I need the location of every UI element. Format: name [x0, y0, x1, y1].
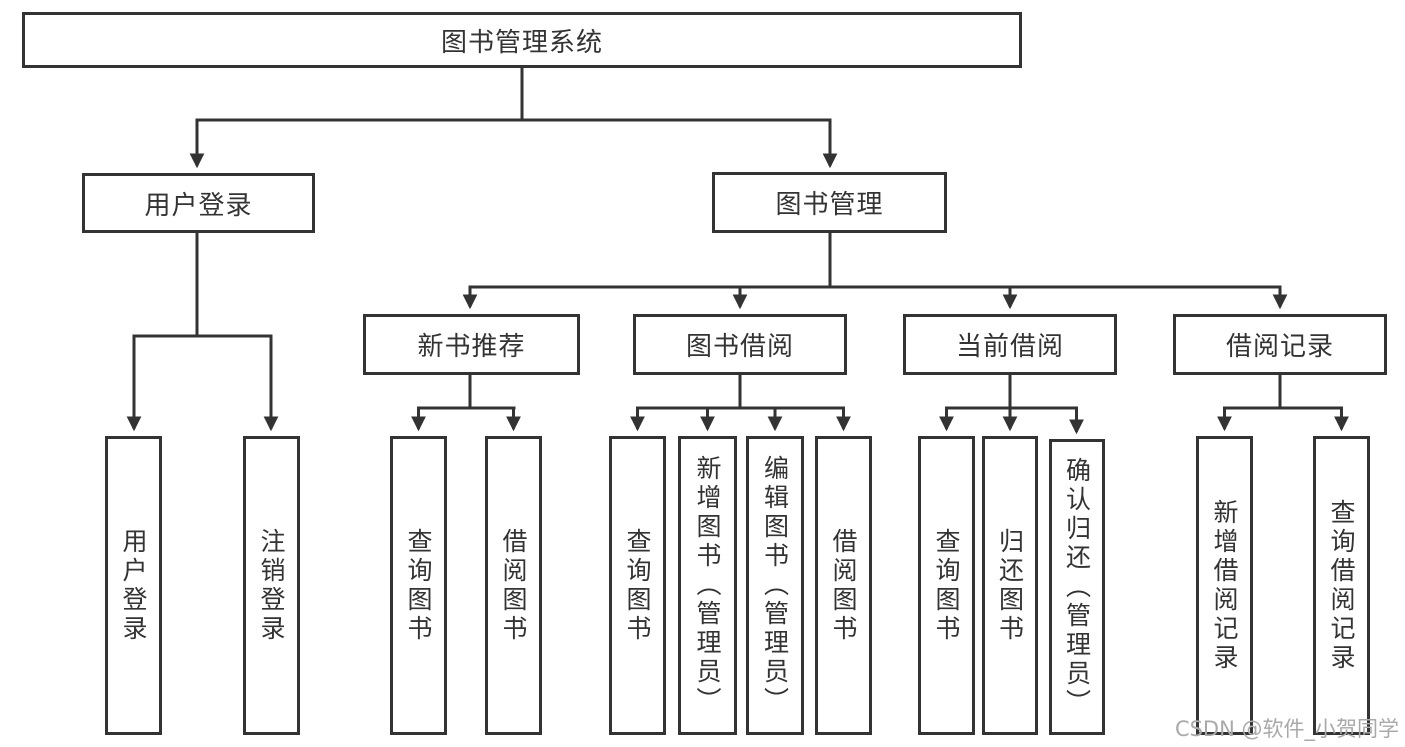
leaf-query-borrow-record-label: 查询借阅记录 [1327, 498, 1356, 673]
leaf-logout: 注销登录 [243, 436, 300, 735]
node-current-borrow: 当前借阅 [903, 314, 1117, 375]
csdn-watermark: CSDN @软件_小贺同学 [1174, 717, 1399, 741]
node-root: 图书管理系统 [22, 12, 1022, 68]
leaf-borrow-books-2-label: 借阅图书 [829, 527, 858, 644]
leaf-query-books-3: 查询图书 [918, 436, 975, 735]
node-borrow-records: 借阅记录 [1173, 314, 1387, 375]
leaf-add-book-admin: 新增图书（管理员） [678, 436, 737, 735]
leaf-add-borrow-record-label: 新增借阅记录 [1210, 498, 1239, 673]
leaf-user-login-label: 用户登录 [119, 527, 148, 644]
leaf-borrow-books-1: 借阅图书 [485, 436, 542, 735]
leaf-edit-book-admin-label: 编辑图书（管理员） [760, 455, 790, 716]
leaf-query-books-3-label: 查询图书 [932, 527, 961, 644]
node-book-borrow: 图书借阅 [633, 314, 847, 375]
leaf-add-borrow-record: 新增借阅记录 [1196, 436, 1253, 735]
node-book-borrow-label: 图书借阅 [685, 332, 794, 362]
node-current-borrow-label: 当前借阅 [955, 332, 1064, 362]
leaf-query-books-2-label: 查询图书 [623, 527, 652, 644]
leaf-borrow-books-1-label: 借阅图书 [499, 527, 528, 644]
node-user-login-label: 用户登录 [144, 190, 253, 221]
leaf-edit-book-admin: 编辑图书（管理员） [746, 436, 804, 735]
leaf-confirm-return-admin: 确认归还（管理员） [1049, 439, 1105, 735]
node-new-book-rec: 新书推荐 [363, 314, 580, 375]
node-borrow-records-label: 借阅记录 [1225, 332, 1334, 362]
leaf-return-book-label: 归还图书 [995, 527, 1025, 644]
leaf-return-book: 归还图书 [982, 436, 1038, 735]
node-new-book-rec-label: 新书推荐 [417, 332, 526, 362]
leaf-borrow-books-2: 借阅图书 [815, 436, 872, 735]
leaf-user-login: 用户登录 [105, 436, 162, 735]
leaf-query-books-1-label: 查询图书 [404, 527, 433, 644]
leaf-logout-label: 注销登录 [257, 527, 286, 644]
node-book-mgmt-label: 图书管理 [775, 190, 884, 220]
node-user-login: 用户登录 [82, 173, 315, 233]
node-book-mgmt: 图书管理 [712, 172, 947, 233]
leaf-query-books-2: 查询图书 [609, 436, 666, 735]
leaf-confirm-return-admin-label: 确认归还（管理员） [1062, 456, 1092, 718]
leaf-add-book-admin-label: 新增图书（管理员） [693, 455, 722, 716]
leaf-query-books-1: 查询图书 [390, 436, 447, 735]
node-root-label: 图书管理系统 [440, 27, 603, 58]
leaf-query-borrow-record: 查询借阅记录 [1313, 436, 1370, 735]
